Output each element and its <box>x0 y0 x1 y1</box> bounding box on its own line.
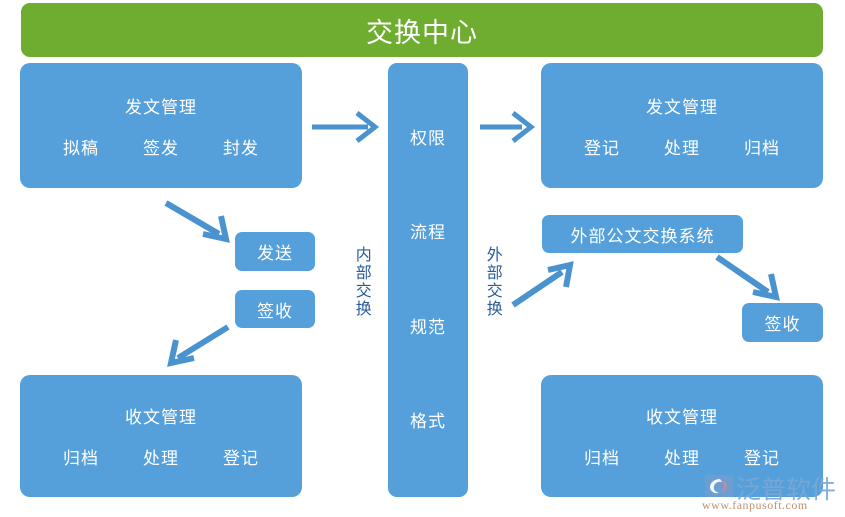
box-steps: 归档 处理 登记 <box>584 444 780 469</box>
center-column-item-standard: 规范 <box>410 317 446 337</box>
step-item: 登记 <box>584 138 620 158</box>
watermark: 泛普软件 www.fanpusoft.com <box>700 470 845 517</box>
step-item: 处理 <box>143 449 179 468</box>
fanpu-logo-icon <box>705 475 733 497</box>
pill-send[interactable]: 发送 <box>235 232 315 271</box>
arrow-diagonal-external-system-to-receipt <box>715 254 780 301</box>
box-incoming-document-management-left[interactable]: 收文管理 归档 处理 登记 <box>20 375 302 497</box>
pill-label: 外部公文交换系统 <box>570 226 715 246</box>
watermark-url: www.fanpusoft.com <box>702 498 808 512</box>
step-item: 处理 <box>664 138 700 158</box>
step-item: 封发 <box>223 138 259 158</box>
box-steps: 登记 处理 归档 <box>584 134 780 159</box>
arrow-right-outgoing-to-center <box>312 111 380 143</box>
pill-label: 签收 <box>257 301 293 321</box>
pill-label: 发送 <box>257 244 293 263</box>
center-column-exchange-rules[interactable]: 权限 流程 规范 格式 <box>388 63 468 497</box>
arrow-diagonal-to-external-system <box>511 261 574 308</box>
step-item: 归档 <box>584 449 620 468</box>
header-title: 交换中心 <box>366 17 478 48</box>
pill-receipt-internal[interactable]: 签收 <box>235 290 315 328</box>
center-column-item-format: 格式 <box>410 412 446 432</box>
box-title: 收文管理 <box>125 408 197 427</box>
arrow-right-center-to-outgoing <box>480 111 536 143</box>
box-incoming-document-management-right[interactable]: 收文管理 归档 处理 登记 <box>541 375 823 497</box>
box-title: 收文管理 <box>646 408 718 427</box>
pill-external-document-exchange-system[interactable]: 外部公文交换系统 <box>542 215 743 253</box>
pill-receipt-external[interactable]: 签收 <box>742 303 823 342</box>
step-item: 登记 <box>744 449 780 468</box>
pill-label: 签收 <box>764 315 801 334</box>
center-column-item-permission: 权限 <box>410 128 446 148</box>
label-internal-exchange: 内部交换 <box>352 246 370 318</box>
box-title: 发文管理 <box>646 97 718 117</box>
box-outgoing-document-management-right[interactable]: 发文管理 登记 处理 归档 <box>541 63 823 188</box>
box-title: 发文管理 <box>125 97 197 117</box>
center-column-item-process: 流程 <box>410 223 446 243</box>
step-item: 拟稿 <box>63 138 99 158</box>
box-outgoing-document-management-left[interactable]: 发文管理 拟稿 签发 封发 <box>20 63 302 188</box>
diagram-header-exchange-center: 交换中心 <box>21 3 823 57</box>
step-item: 归档 <box>63 449 99 468</box>
box-steps: 拟稿 签发 封发 <box>63 134 259 159</box>
step-item: 归档 <box>744 138 780 158</box>
label-external-exchange: 外部交换 <box>483 246 501 318</box>
arrow-diagonal-to-send <box>164 200 230 243</box>
box-steps: 归档 处理 登记 <box>63 444 259 469</box>
step-item: 签发 <box>143 138 179 158</box>
step-item: 处理 <box>664 449 700 468</box>
watermark-brand: 泛普软件 <box>736 475 837 504</box>
step-item: 登记 <box>223 449 259 468</box>
arrow-diagonal-receipt-to-incoming <box>167 324 230 367</box>
